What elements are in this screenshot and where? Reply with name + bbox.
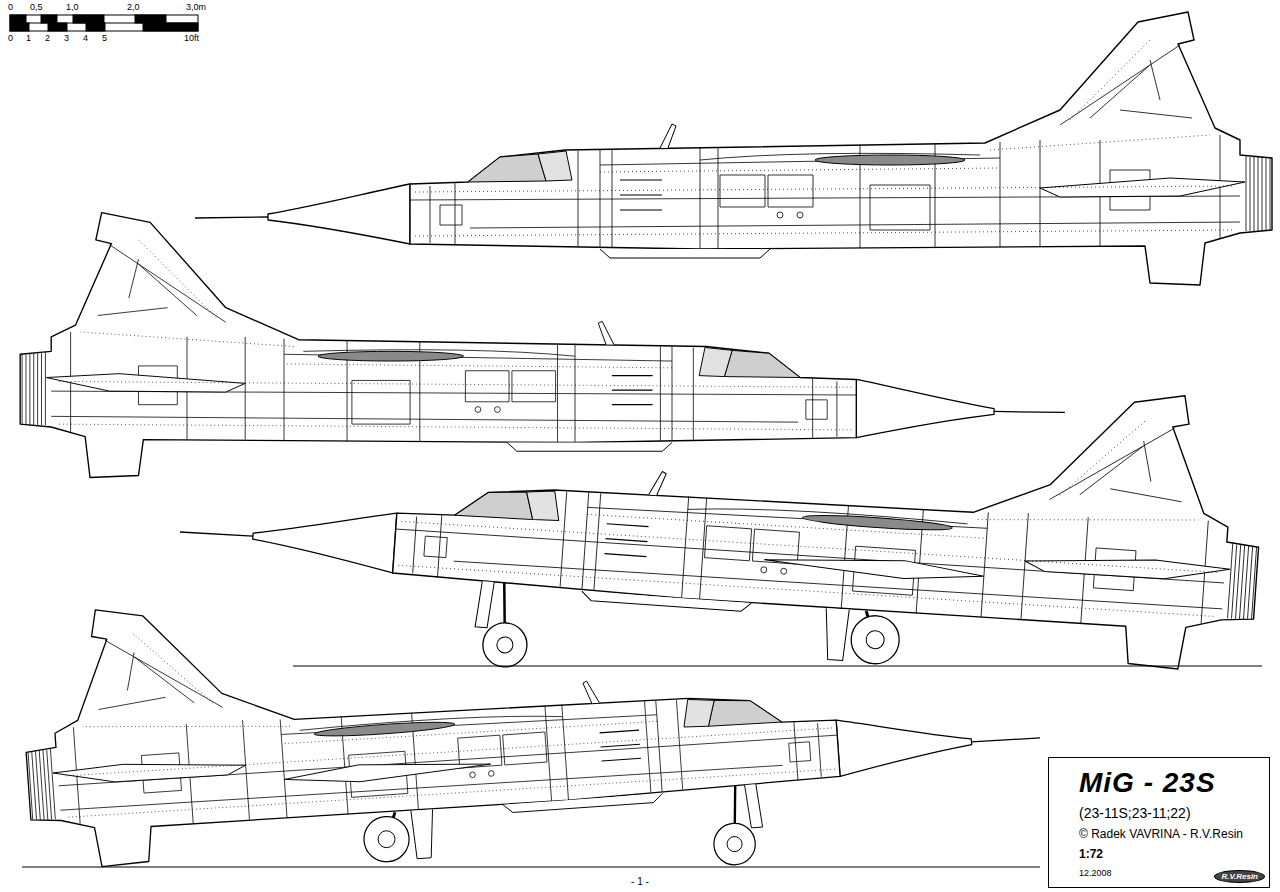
copyright-note: © Radek VAVRINA - R.V.Resin bbox=[1079, 828, 1261, 842]
scale-label-holder: 10ft bbox=[184, 33, 199, 44]
scale-label: 1 bbox=[26, 33, 31, 44]
scale-ratio: 1:72 bbox=[1079, 848, 1261, 862]
scale-segment bbox=[86, 23, 105, 31]
scale-label-holder: 3,0m bbox=[186, 2, 206, 13]
view-mirrored bbox=[20, 213, 1065, 478]
scale-bar bbox=[10, 15, 198, 31]
scale-segment bbox=[48, 23, 67, 31]
aircraft-profile bbox=[17, 545, 1045, 872]
ground-line bbox=[22, 867, 1040, 868]
scale-label: 0 bbox=[8, 33, 13, 44]
aircraft-profile bbox=[175, 327, 1268, 674]
ground-line bbox=[293, 666, 1262, 667]
scale-label-holder: 2,0 bbox=[127, 2, 140, 13]
scale-label-holder: 2 bbox=[45, 33, 50, 44]
scale-label: 1,0 bbox=[66, 2, 79, 13]
view-gear-down bbox=[172, 327, 1269, 719]
scale-label-holder: 1 bbox=[26, 33, 31, 44]
model-variants: (23-11S;23-11;22) bbox=[1079, 805, 1261, 821]
scale-label-holder: 4 bbox=[83, 33, 88, 44]
page-number-holder: - 1 - bbox=[631, 876, 649, 888]
scale-segment bbox=[73, 15, 104, 23]
scale-label: 3,0m bbox=[186, 2, 206, 13]
scale-label-holder: 0 bbox=[8, 33, 13, 44]
view-gear-down-mirrored bbox=[17, 545, 1048, 892]
view-top-left bbox=[195, 12, 1272, 285]
scale-segment bbox=[135, 15, 166, 23]
scale-label: 5 bbox=[102, 33, 107, 44]
page-number: - 1 - bbox=[631, 876, 649, 888]
scale-frame bbox=[10, 15, 198, 31]
scale-label: 0 bbox=[8, 2, 13, 13]
scale-segment bbox=[10, 23, 29, 31]
scale-segment bbox=[143, 23, 198, 31]
scale-label: 4 bbox=[83, 33, 88, 44]
maker-logo: R.V.Resin bbox=[1214, 870, 1265, 883]
aircraft-profile bbox=[20, 213, 1065, 478]
scale-label-holder: 0 bbox=[8, 2, 13, 13]
logo-text: R.V.Resin bbox=[1221, 872, 1258, 881]
scale-label: 2,0 bbox=[127, 2, 140, 13]
scale-segment bbox=[41, 15, 57, 23]
title-block: MiG - 23S (23-11S;23-11;22) © Radek VAVRIN… bbox=[1048, 757, 1270, 888]
scale-label: 3 bbox=[64, 33, 69, 44]
scale-label: 0,5 bbox=[30, 2, 43, 13]
scale-label-holder: 5 bbox=[102, 33, 107, 44]
scale-label-holder: 1,0 bbox=[66, 2, 79, 13]
scale-segment bbox=[10, 15, 26, 23]
model-title: MiG - 23S bbox=[1079, 767, 1261, 799]
scale-label-holder: 3 bbox=[64, 33, 69, 44]
scale-label: 2 bbox=[45, 33, 50, 44]
landing-gear bbox=[284, 737, 765, 892]
landing-gear bbox=[472, 531, 984, 700]
scale-label-holder: 0,5 bbox=[30, 2, 43, 13]
scale-label: 10ft bbox=[184, 33, 199, 44]
